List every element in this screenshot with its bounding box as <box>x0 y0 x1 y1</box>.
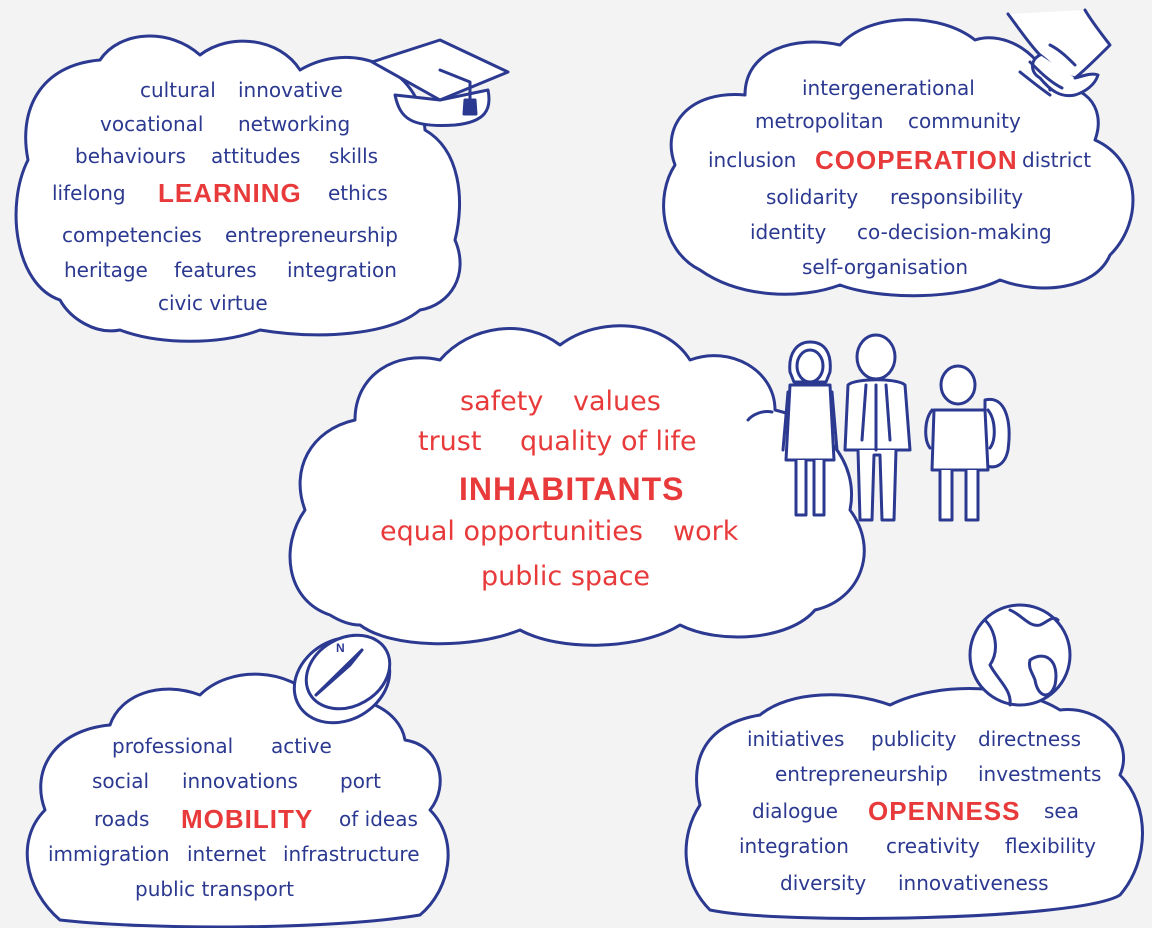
openness-word-sea: sea <box>1044 799 1079 823</box>
cooperation-word-community: community <box>908 109 1021 133</box>
cooperation-word-intergenerational: intergenerational <box>802 76 975 100</box>
learning-word-ethics: ethics <box>328 181 388 205</box>
inhabitants-word-quality-of-life: quality of life <box>520 426 697 457</box>
openness-word-investments: investments <box>978 762 1102 786</box>
learning-word-lifelong: lifelong <box>52 181 126 205</box>
mobility-keyword: MOBILITY <box>181 804 314 834</box>
mobility-word-public-transport: public transport <box>135 877 294 901</box>
handshake-icon <box>1006 8 1112 98</box>
cooperation-word-responsibility: responsibility <box>890 185 1024 209</box>
mobility-word-social: social <box>92 769 150 793</box>
inhabitants-cloud <box>288 324 866 647</box>
mobility-word-of-ideas: of ideas <box>339 807 418 831</box>
openness-word-innovativeness: innovativeness <box>898 871 1049 895</box>
openness-word-directness: directness <box>978 727 1081 751</box>
graduation-cap-icon <box>370 38 510 128</box>
learning-word-features: features <box>174 258 257 282</box>
cooperation-keyword: COOPERATION <box>815 145 1018 175</box>
compass-north-letter: N <box>336 641 345 655</box>
learning-word-innovative: innovative <box>238 78 343 102</box>
mobility-word-innovations: innovations <box>182 769 298 793</box>
mobility-word-infrastructure: infrastructure <box>283 842 420 866</box>
mobility-word-port: port <box>340 769 381 793</box>
mobility-word-internet: internet <box>187 842 267 866</box>
learning-word-cultural: cultural <box>140 78 216 102</box>
openness-word-entrepreneurship: entrepreneurship <box>775 762 948 786</box>
inhabitants-word-trust: trust <box>418 426 482 457</box>
learning-word-vocational: vocational <box>100 112 204 136</box>
openness-keyword: OPENNESS <box>868 796 1021 826</box>
inhabitants-word-equal-opportunities: equal opportunities <box>380 516 643 547</box>
openness-word-creativity: creativity <box>886 834 980 858</box>
cooperation-word-co-decision-making: co-decision-making <box>857 220 1052 244</box>
inhabitants-word-safety: safety <box>460 386 544 417</box>
openness-word-dialogue: dialogue <box>752 799 838 823</box>
openness-word-diversity: diversity <box>780 871 867 895</box>
learning-word-skills: skills <box>329 144 379 168</box>
compass-icon: N <box>292 633 392 725</box>
cooperation-word-district: district <box>1022 148 1092 172</box>
mobility-word-immigration: immigration <box>48 842 170 866</box>
learning-word-heritage: heritage <box>64 258 148 282</box>
mobility-word-active: active <box>271 734 332 758</box>
people-icon <box>781 333 1011 522</box>
openness-word-integration: integration <box>739 834 849 858</box>
inhabitants-word-values: values <box>573 386 661 417</box>
cooperation-word-identity: identity <box>750 220 827 244</box>
inhabitants-word-public-space: public space <box>481 561 651 592</box>
inhabitants-keyword: INHABITANTS <box>459 471 685 507</box>
learning-word-behaviours: behaviours <box>75 144 186 168</box>
openness-word-initiatives: initiatives <box>747 727 845 751</box>
cooperation-word-inclusion: inclusion <box>708 148 797 172</box>
inhabitants-word-work: work <box>673 516 739 547</box>
learning-word-civic-virtue: civic virtue <box>158 291 268 315</box>
cooperation-word-solidarity: solidarity <box>766 185 859 209</box>
cooperation-word-metropolitan: metropolitan <box>755 109 884 133</box>
openness-word-publicity: publicity <box>871 727 957 751</box>
learning-word-integration: integration <box>287 258 397 282</box>
cooperation-word-self-organisation: self-organisation <box>802 255 969 279</box>
learning-word-networking: networking <box>238 112 351 136</box>
openness-word-flexibility: flexibility <box>1005 834 1096 858</box>
learning-word-attitudes: attitudes <box>211 144 301 168</box>
learning-keyword: LEARNING <box>158 178 302 208</box>
learning-word-competencies: competencies <box>62 223 202 247</box>
globe-icon <box>968 603 1072 707</box>
learning-word-entrepreneurship: entrepreneurship <box>225 223 398 247</box>
mobility-word-roads: roads <box>94 807 150 831</box>
mobility-word-professional: professional <box>112 734 234 758</box>
